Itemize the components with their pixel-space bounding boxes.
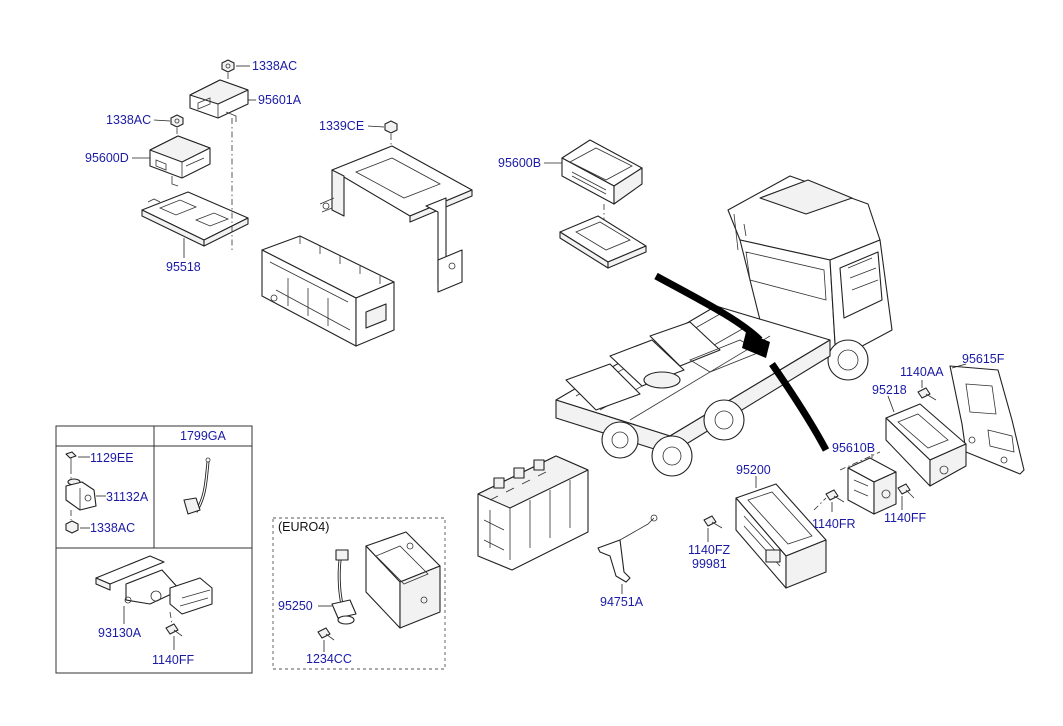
- module-95600d: [149, 135, 211, 187]
- mounting-bracket: [319, 145, 473, 293]
- panel-95615f: [949, 365, 1025, 475]
- label-95610b[interactable]: 95610B: [832, 441, 875, 455]
- label-95615f[interactable]: 95615F: [962, 352, 1005, 366]
- label-1234cc[interactable]: 1234CC: [306, 652, 352, 666]
- bracket-94751a: [597, 514, 658, 583]
- nut-1339ce: [384, 120, 398, 134]
- nut-1338ac-top: [221, 59, 235, 73]
- label-99981[interactable]: 99981: [692, 557, 727, 571]
- label-1140aa[interactable]: 1140AA: [900, 365, 944, 379]
- label-1140fz[interactable]: 1140FZ: [688, 543, 731, 557]
- nut-1338ac-box: [65, 520, 79, 534]
- label-1339ce[interactable]: 1339CE: [319, 119, 364, 133]
- bolt-1140ff-bottom: [165, 623, 183, 637]
- label-31132a[interactable]: 31132A: [106, 490, 149, 504]
- label-95250[interactable]: 95250: [278, 599, 313, 613]
- label-95601a[interactable]: 95601A: [258, 93, 302, 107]
- parts-table: [55, 425, 253, 674]
- label-1140fr[interactable]: 1140FR: [812, 517, 856, 531]
- label-95518[interactable]: 95518: [166, 260, 201, 274]
- euro4-title: (EURO4): [278, 520, 329, 534]
- nut-1338ac-mid: [170, 114, 184, 128]
- module-95601a: [189, 79, 249, 122]
- label-1799ga[interactable]: 1799GA: [180, 429, 227, 443]
- bracket-95518: [141, 191, 249, 247]
- battery-tray: [261, 235, 395, 347]
- label-95218[interactable]: 95218: [872, 383, 907, 397]
- module-95600b: [561, 139, 643, 205]
- euro4-group: [272, 517, 446, 670]
- bolt-1140fr: [825, 489, 845, 503]
- sensor-31132a: [65, 478, 97, 511]
- engine-block: [477, 455, 589, 571]
- label-1338ac-mid[interactable]: 1338AC: [106, 113, 151, 127]
- label-1338ac-box[interactable]: 1338AC: [90, 521, 135, 535]
- sensor-93130a: [95, 555, 213, 615]
- bolt-1140aa: [917, 387, 937, 401]
- label-93130a[interactable]: 93130A: [98, 626, 142, 640]
- sensor-95610b: [847, 457, 897, 515]
- bracket-euro4: [365, 531, 441, 629]
- ecu-95200: [735, 483, 827, 589]
- bolt-1140ff-right: [897, 483, 915, 499]
- label-94751a[interactable]: 94751A: [600, 595, 644, 609]
- sensor-95250: [331, 549, 357, 625]
- label-95200[interactable]: 95200: [736, 463, 771, 477]
- label-1129ee[interactable]: 1129EE: [90, 451, 134, 465]
- label-1338ac-top[interactable]: 1338AC: [252, 59, 297, 73]
- mounting-plate: [559, 215, 647, 269]
- bolt-1140fz: [703, 515, 723, 529]
- screw-1129ee: [65, 451, 77, 468]
- bracket-95218: [885, 403, 967, 487]
- label-95600b[interactable]: 95600B: [498, 156, 541, 170]
- wiring-harness-callouts: [654, 272, 830, 452]
- label-1140ff-right[interactable]: 1140FF: [884, 511, 927, 525]
- label-1140ff-bottom[interactable]: 1140FF: [152, 653, 195, 667]
- label-95600d[interactable]: 95600D: [85, 151, 129, 165]
- harness-1799ga: [183, 457, 211, 515]
- screw-1234cc: [317, 627, 335, 641]
